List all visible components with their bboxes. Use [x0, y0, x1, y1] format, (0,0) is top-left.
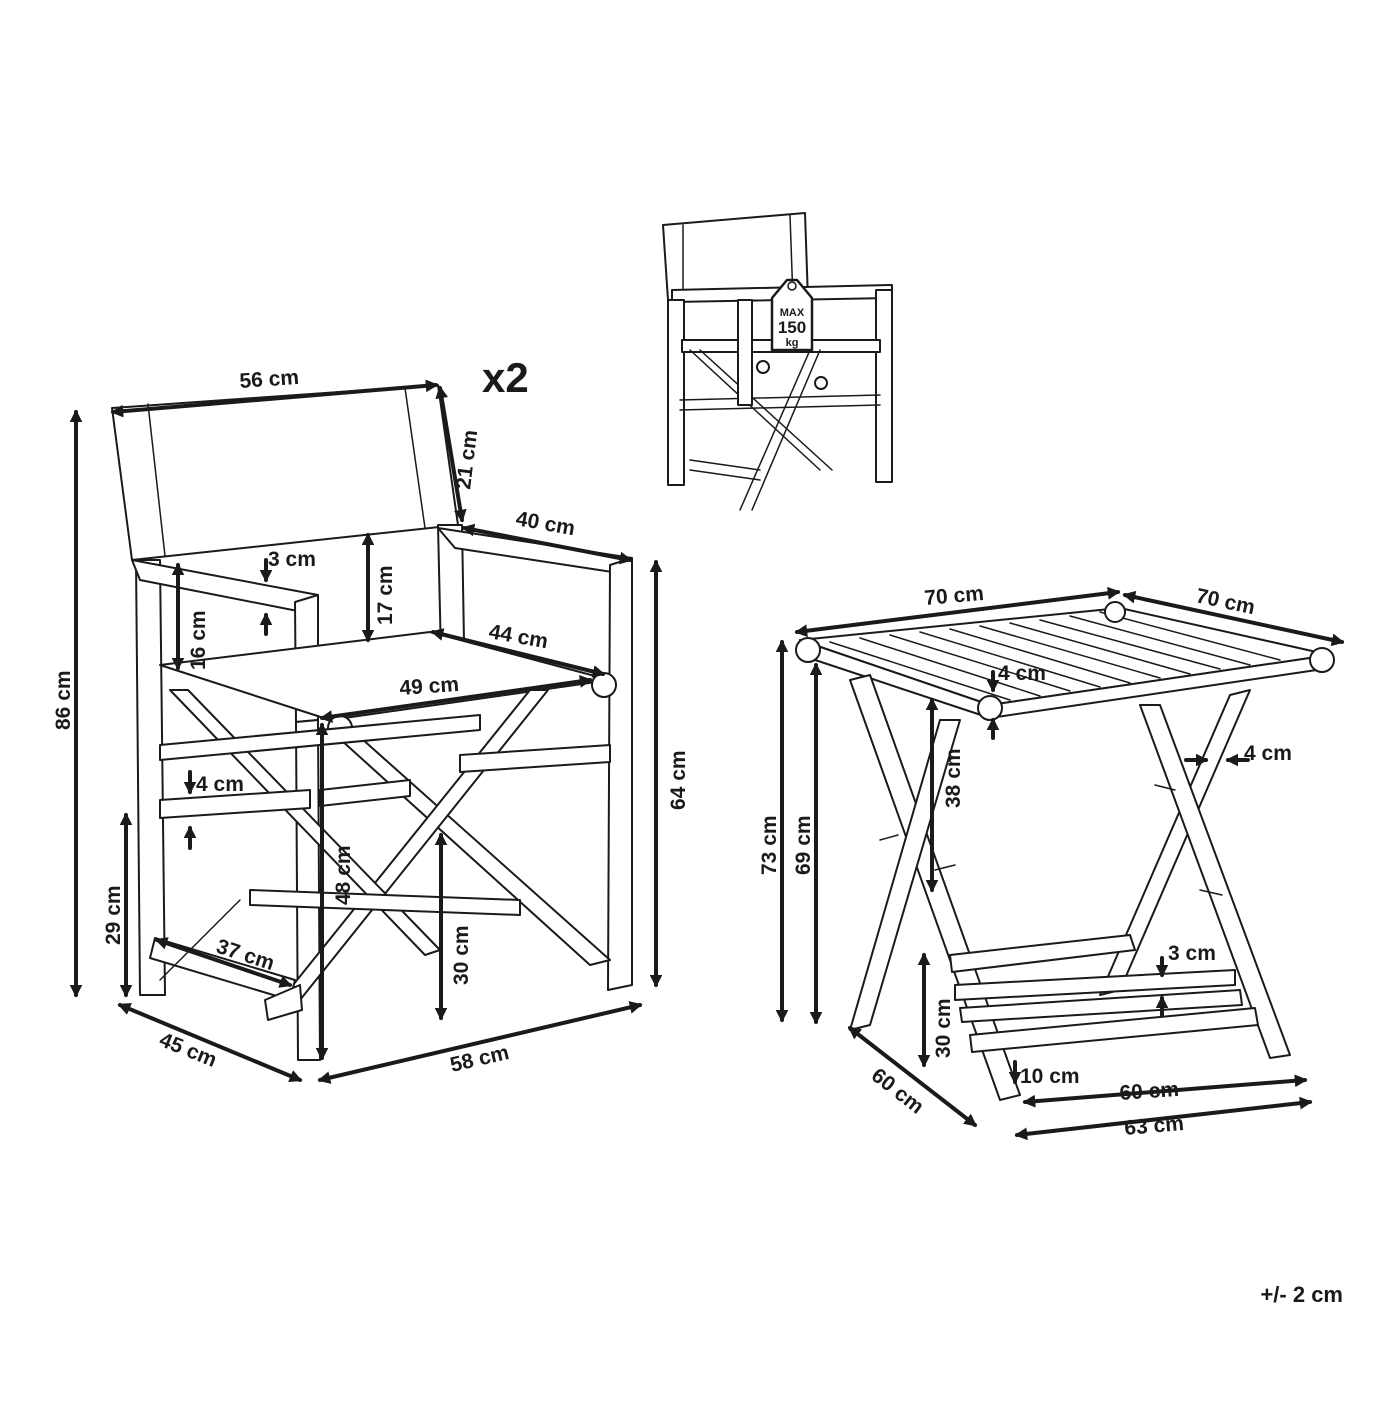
table-dimension-lines [775, 586, 1345, 1141]
chair-rail-height-label: 29 cm [102, 885, 125, 945]
table-top-width-label: 70 cm [923, 582, 984, 610]
table-leg-thickness-label: 4 cm [1244, 742, 1292, 765]
chair-arm-floor-height-label: 64 cm [667, 750, 690, 810]
chair-back-height-label: 21 cm [452, 429, 482, 491]
quantity-label: x2 [482, 354, 529, 401]
chair-rail-thickness-label: 4 cm [196, 773, 244, 796]
chair-seat-height-label: 48 cm [332, 845, 355, 905]
table-rail-thickness-label: 3 cm [1168, 942, 1216, 965]
chair-arm-depth-label: 40 cm [514, 507, 577, 540]
chair-total-height-label: 86 cm [52, 670, 75, 730]
table-side-depth-label: 60 cm [867, 1064, 928, 1119]
max-load-value: 150 [778, 318, 806, 337]
table-shelf-width-label: 60 cm [1119, 1078, 1180, 1105]
table-base-width-label: 63 cm [1123, 1112, 1184, 1140]
chair-arm-thickness-label: 3 cm [268, 548, 316, 571]
chair-cross-height-label: 30 cm [450, 925, 473, 985]
table-top-thickness-label: 4 cm [998, 662, 1046, 685]
table-apron-height-label: 38 cm [942, 748, 965, 808]
table-top-depth-label: 70 cm [1194, 584, 1257, 619]
chair-arm-height-label: 16 cm [187, 610, 210, 670]
table-shelf-offset-label: 10 cm [1020, 1065, 1080, 1088]
max-load-unit: kg [786, 337, 799, 349]
chair-seat-width-label: 49 cm [399, 673, 460, 700]
max-load-top: MAX [780, 307, 805, 319]
max-load-badge: MAX 150 kg [770, 278, 814, 352]
tolerance-note: +/- 2 cm [1260, 1282, 1343, 1307]
chair-back-gap-label: 17 cm [374, 565, 397, 625]
chair-dimension-lines [69, 379, 663, 1084]
chair-illustration [111, 384, 633, 1061]
table-shelf-height-label: 30 cm [932, 998, 955, 1058]
small-chair-illustration [662, 212, 893, 511]
chair-back-width-label: 56 cm [239, 366, 300, 393]
table-total-height-label: 73 cm [758, 815, 781, 875]
table-illustration [795, 601, 1335, 1101]
weight-icon [770, 278, 814, 352]
table-top-height-label: 69 cm [792, 815, 815, 875]
